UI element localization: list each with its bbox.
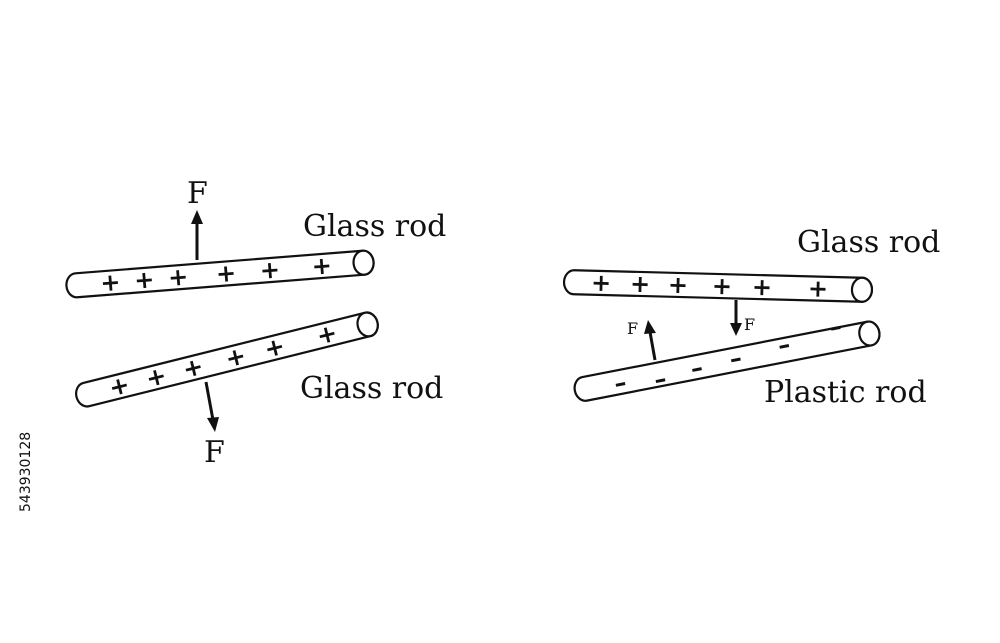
left-top-glass-rod: + + + + + +	[65, 249, 375, 299]
left-bottom-force-arrow	[204, 381, 219, 432]
right-top-glass-rod: + + + + + +	[562, 269, 874, 303]
watermark-id: 543930128	[18, 432, 34, 512]
svg-text:+: +	[752, 273, 773, 302]
right-top-force-label: F	[744, 315, 755, 334]
svg-text:+: +	[311, 251, 333, 280]
svg-text:–: –	[688, 353, 705, 383]
svg-text:–: –	[612, 368, 629, 398]
right-top-rod-label: Glass rod	[797, 225, 940, 260]
left-top-rod-label: Glass rod	[303, 209, 446, 244]
svg-text:+: +	[808, 274, 829, 303]
left-bottom-rod-label: Glass rod	[300, 371, 443, 406]
right-top-force-arrow	[730, 300, 742, 336]
svg-text:–: –	[775, 330, 792, 360]
left-bottom-glass-rod: + + + + + +	[75, 311, 379, 408]
left-diagram: + + + + + + F Glass rod + + + + +	[65, 176, 446, 470]
svg-text:–: –	[827, 312, 844, 342]
svg-text:+: +	[133, 265, 155, 294]
right-bottom-force-label: F	[627, 319, 638, 338]
svg-text:+: +	[630, 270, 651, 299]
right-bottom-rod-label: Plastic rod	[764, 375, 927, 410]
left-top-force-label: F	[187, 176, 208, 211]
svg-text:+: +	[259, 255, 281, 284]
svg-text:+: +	[712, 272, 733, 301]
svg-text:–: –	[727, 344, 744, 374]
svg-text:+: +	[167, 263, 189, 292]
right-diagram: + + + + + + Glass rod F – – – – –	[562, 225, 940, 410]
svg-text:+: +	[591, 269, 612, 298]
svg-text:+: +	[668, 271, 689, 300]
right-top-rod-charges: + + + + + +	[591, 269, 829, 303]
left-top-rod-charges: + + + + + +	[99, 251, 333, 297]
svg-text:+: +	[99, 268, 121, 297]
svg-text:+: +	[215, 259, 237, 288]
right-plastic-rod: – – – – – –	[573, 312, 881, 402]
svg-text:–: –	[652, 364, 669, 394]
left-top-force-arrow	[191, 210, 203, 260]
right-bottom-force-arrow	[644, 320, 657, 361]
left-bottom-force-label: F	[204, 435, 225, 470]
right-plastic-rod-charges: – – – – – –	[612, 312, 844, 398]
